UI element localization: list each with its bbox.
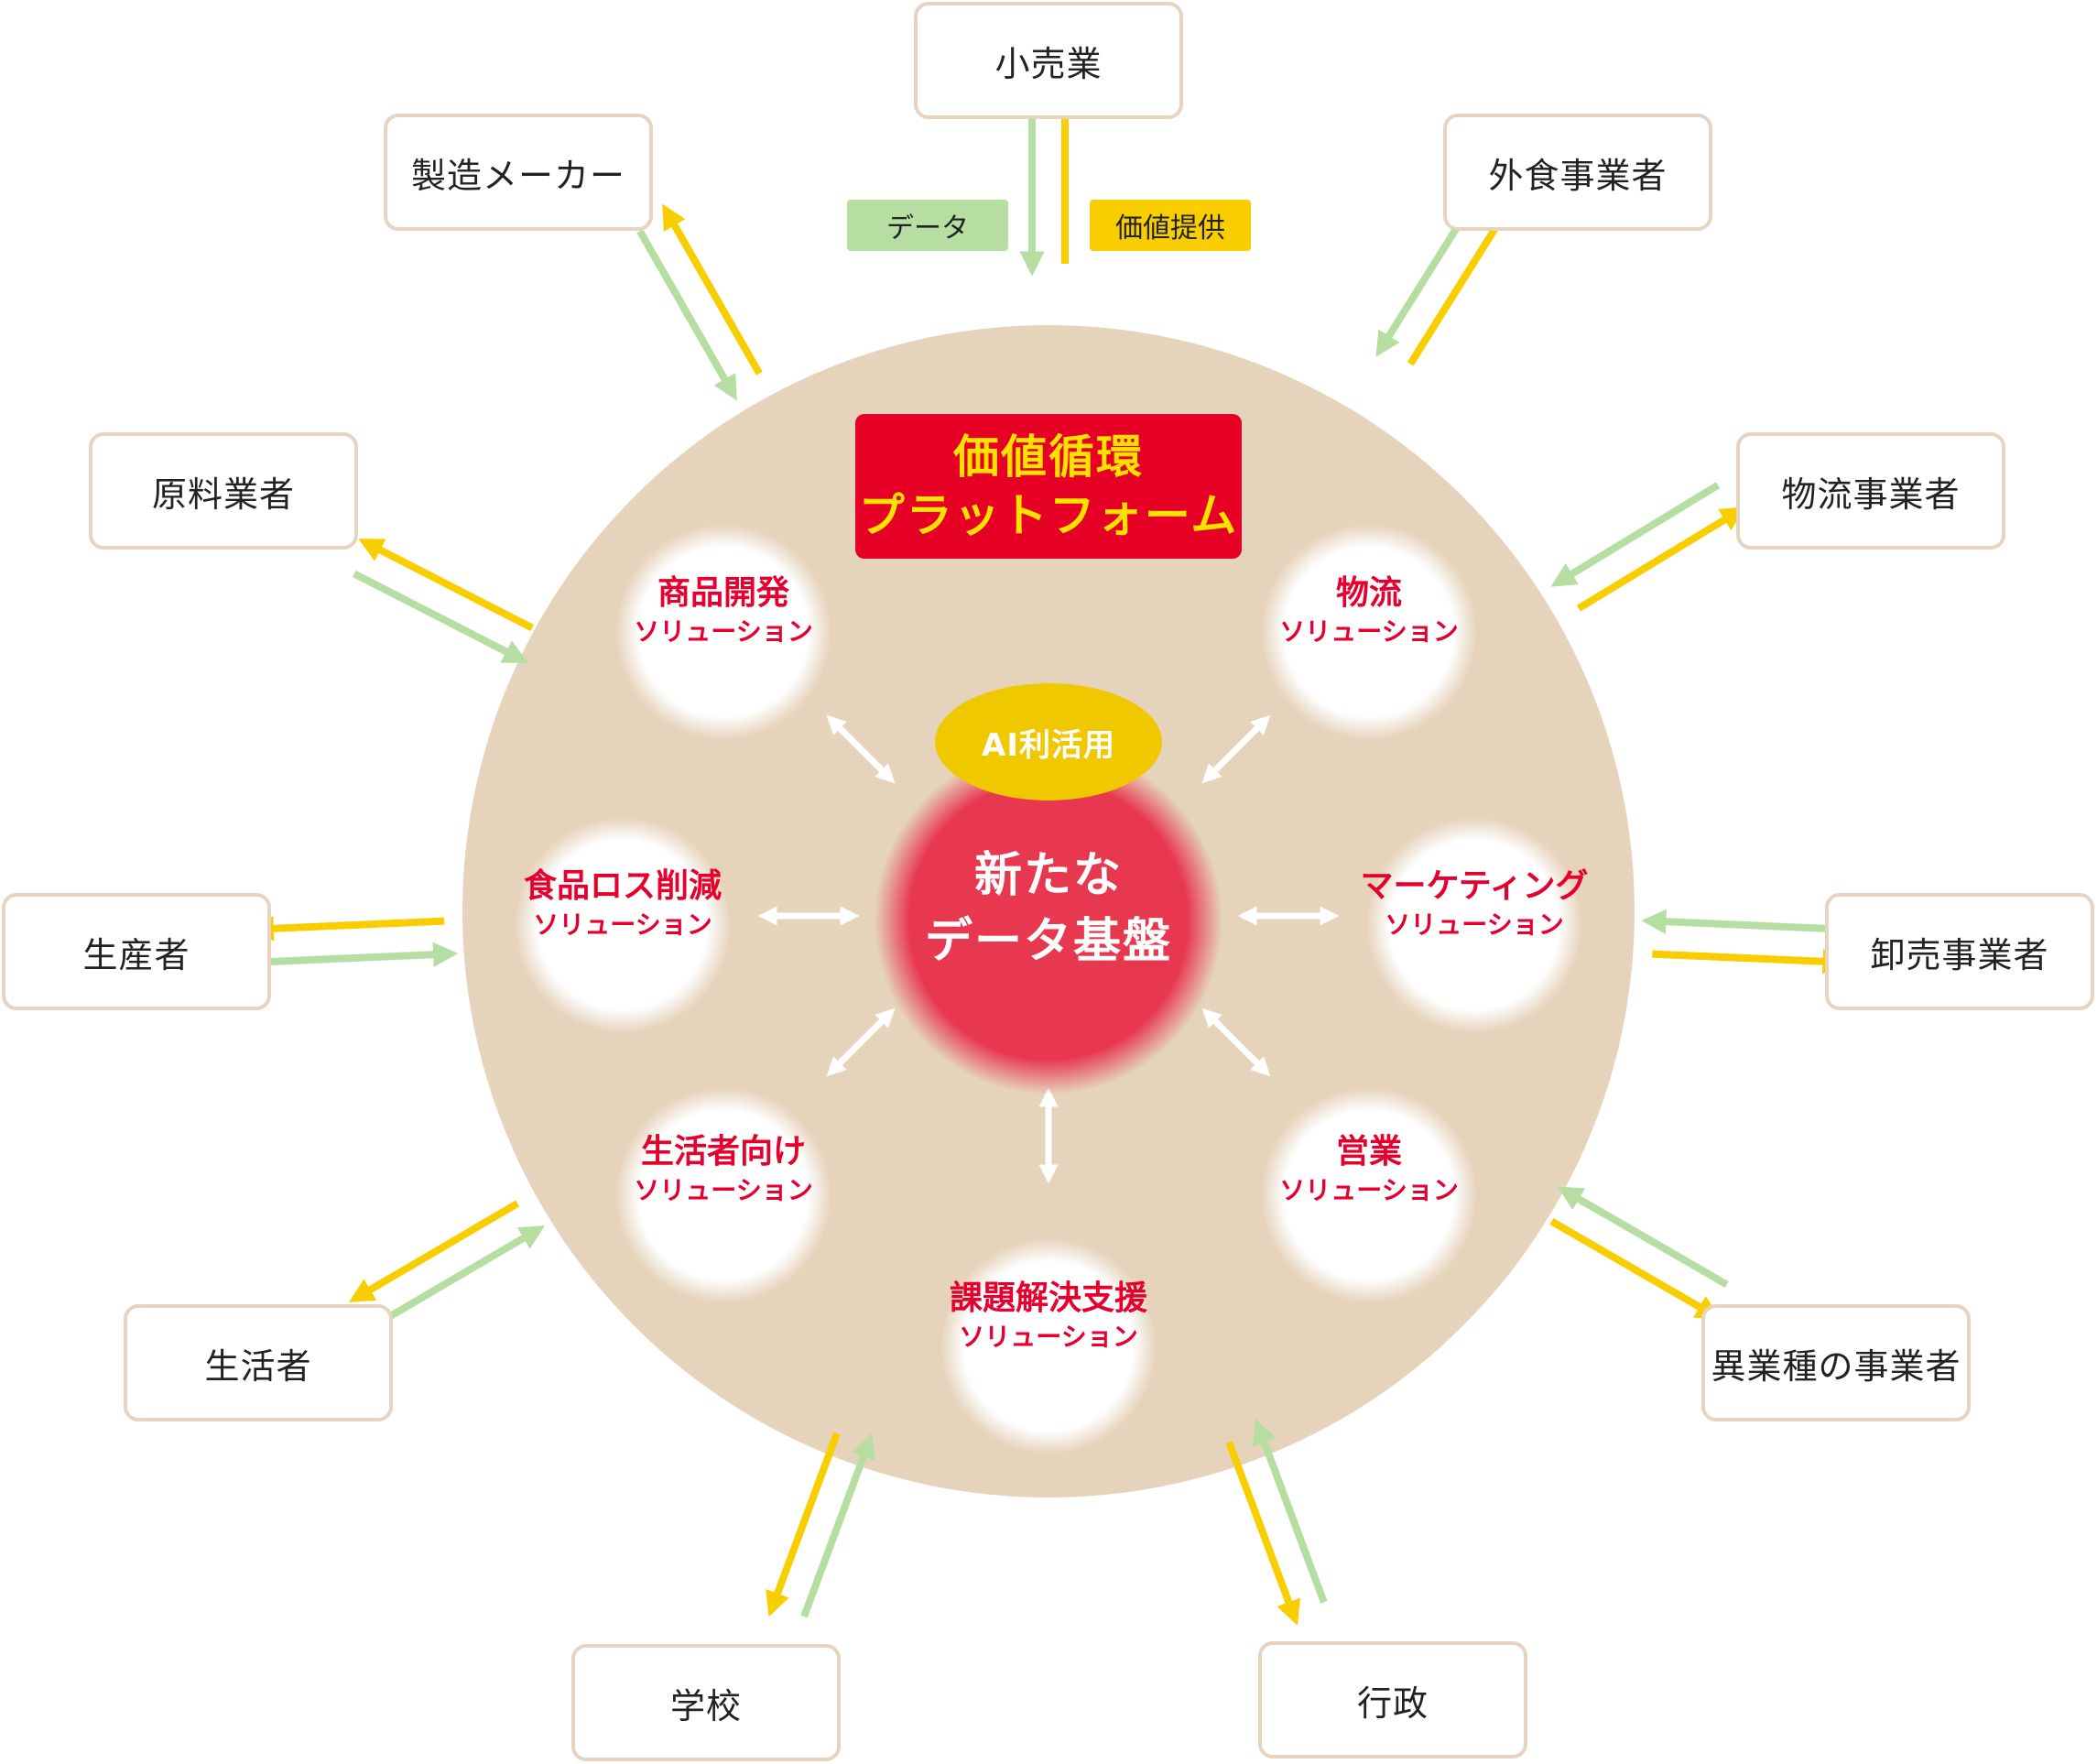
solution-title: 生活者向け bbox=[640, 1133, 806, 1171]
data-flow-arrow bbox=[1557, 1186, 1729, 1288]
data-flow-arrow bbox=[1641, 909, 1837, 934]
stakeholder-logistics: 物流事業者 bbox=[1736, 432, 2005, 550]
legend-value-tag-bg bbox=[1090, 200, 1251, 251]
legend-value-tag: 価値提供 bbox=[1115, 212, 1225, 245]
platform-title-line2: プラットフォーム bbox=[858, 489, 1239, 542]
solution-title: 食品ロス削減 bbox=[523, 867, 722, 905]
stakeholder-other-industry: 異業種の事業者 bbox=[1701, 1304, 1971, 1421]
stakeholder-wholesale: 卸売事業者 bbox=[1825, 893, 2094, 1010]
solution-food-loss-reduction: 食品ロス削減 ソリューション bbox=[485, 866, 760, 942]
solution-subtitle: ソリューション bbox=[634, 616, 813, 647]
solution-subtitle: ソリューション bbox=[1279, 1175, 1459, 1205]
solution-marketing: マーケティング ソリューション bbox=[1337, 866, 1612, 942]
solution-circle bbox=[615, 1087, 831, 1303]
solution-subtitle: ソリューション bbox=[1279, 616, 1459, 647]
connection-arrow bbox=[826, 714, 896, 784]
stakeholder-manufacturer: 製造メーカー bbox=[384, 114, 653, 231]
stakeholder-government: 行政 bbox=[1258, 1641, 1527, 1759]
solution-title: 営業 bbox=[1335, 1133, 1402, 1171]
connection-arrow bbox=[1201, 714, 1271, 784]
core-label: 新たな データ基盤 bbox=[870, 843, 1227, 975]
solution-title: 商品開発 bbox=[657, 574, 789, 612]
solution-circles bbox=[515, 524, 1582, 1454]
value-flow-arrow bbox=[1407, 198, 1515, 366]
value-flow-arrow bbox=[662, 203, 763, 376]
solution-consumer: 生活者向け ソリューション bbox=[586, 1131, 861, 1208]
connection-arrow bbox=[1201, 1007, 1271, 1077]
value-flow-arrow bbox=[1652, 949, 1848, 975]
value-flow-arrow bbox=[766, 1432, 841, 1617]
data-flow-arrow bbox=[1252, 1419, 1328, 1604]
solution-subtitle: ソリューション bbox=[959, 1322, 1138, 1352]
solution-problem-solving: 課題解決支援 ソリューション bbox=[911, 1278, 1186, 1355]
solution-subtitle: ソリューション bbox=[1385, 909, 1564, 940]
flow-arrows bbox=[248, 68, 1848, 1626]
data-flow-arrow bbox=[636, 229, 737, 401]
solution-sales: 営業 ソリューション bbox=[1232, 1131, 1506, 1208]
value-flow-arrow bbox=[1225, 1441, 1301, 1626]
stakeholder-producer: 生産者 bbox=[2, 893, 271, 1010]
legend-data-tag-bg bbox=[847, 200, 1008, 251]
solution-circle bbox=[1261, 1087, 1477, 1303]
solution-circle bbox=[940, 1238, 1157, 1454]
connection-arrow bbox=[826, 1007, 896, 1077]
solution-subtitle: ソリューション bbox=[634, 1175, 813, 1205]
value-flow-arrow bbox=[248, 916, 445, 942]
core-label-line1: 新たな bbox=[973, 848, 1123, 903]
platform-title: 価値循環 プラットフォーム bbox=[855, 414, 1242, 559]
value-flow-arrow bbox=[348, 1200, 520, 1302]
solution-subtitle: ソリューション bbox=[533, 909, 712, 940]
solution-circle bbox=[515, 817, 731, 1033]
data-flow-arrow bbox=[374, 1225, 546, 1328]
solution-title: 物流 bbox=[1335, 574, 1402, 612]
core-circle bbox=[875, 746, 1222, 1094]
ai-ellipse bbox=[935, 683, 1162, 800]
core-label-line2: データ基盤 bbox=[924, 914, 1172, 969]
solution-circle bbox=[1366, 817, 1582, 1033]
value-flow-arrow bbox=[358, 539, 535, 632]
stakeholder-consumer: 生活者 bbox=[124, 1304, 393, 1421]
stakeholder-raw-material: 原料業者 bbox=[89, 432, 358, 550]
platform-title-line1: 価値循環 bbox=[953, 430, 1144, 484]
solution-title: 課題解決支援 bbox=[949, 1279, 1147, 1317]
solution-circle bbox=[615, 524, 831, 740]
legend-data-tag: データ bbox=[886, 212, 969, 245]
value-flow-arrow bbox=[1576, 506, 1746, 612]
solution-logistics: 物流 ソリューション bbox=[1232, 572, 1506, 649]
solution-product-development: 商品開発 ソリューション bbox=[586, 572, 861, 649]
stakeholder-school: 学校 bbox=[571, 1644, 841, 1761]
stakeholder-retail: 小売業 bbox=[914, 2, 1183, 119]
data-flow-arrow bbox=[800, 1432, 875, 1618]
solution-title: マーケティング bbox=[1360, 867, 1589, 905]
solution-circle bbox=[1261, 524, 1477, 740]
ai-label: AI利活用 bbox=[982, 726, 1115, 764]
inner-arrows bbox=[757, 714, 1340, 1184]
value-flow-arrow bbox=[1549, 1218, 1722, 1320]
stakeholder-food-service: 外食事業者 bbox=[1443, 114, 1712, 231]
data-flow-arrow bbox=[1550, 482, 1721, 587]
data-flow-arrow bbox=[352, 570, 528, 663]
data-flow-arrow bbox=[262, 942, 459, 967]
